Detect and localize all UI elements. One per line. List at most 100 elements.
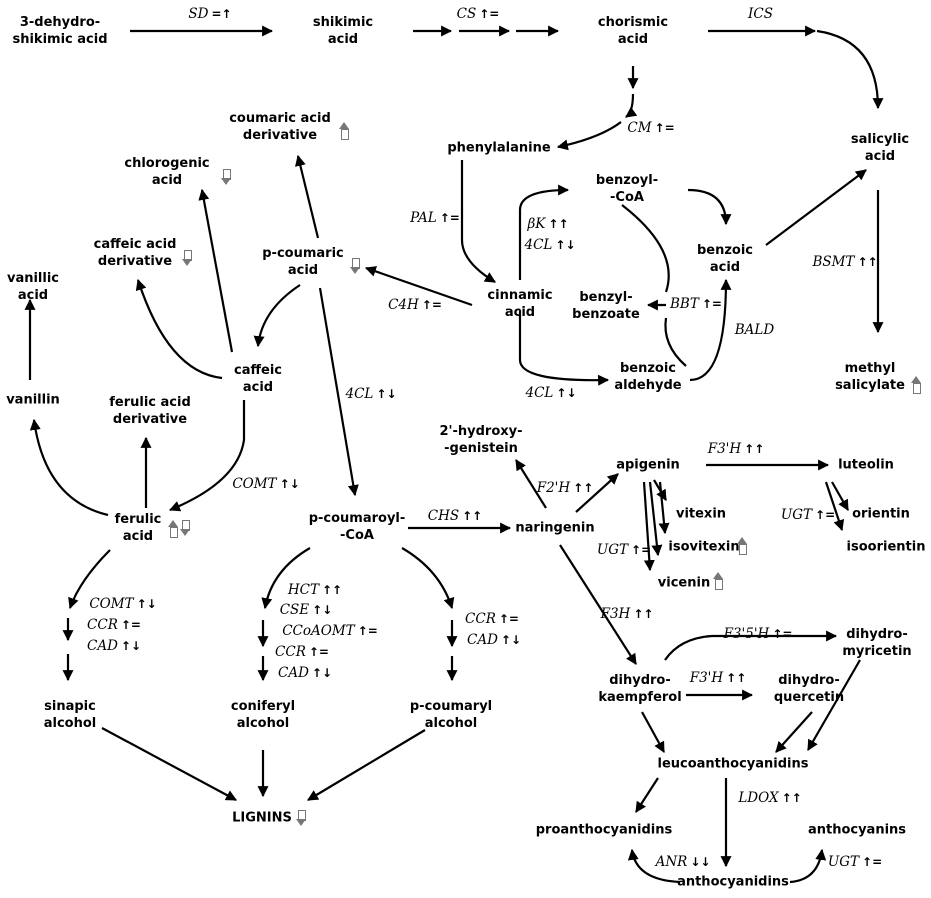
hollow-down-arrow-icon [180,520,190,536]
arrow-f35h [664,630,838,661]
arrow-benzoic-salicylic [765,169,867,246]
node-benzoyl-coa: benzoyl--CoA [595,173,659,205]
hollow-up-arrow-icon [339,122,349,140]
enzyme-ccr-sinapic: CCR↑= [87,617,141,633]
arrow-c4h [364,266,473,307]
enzyme-hct: HCT↑↑ [287,582,343,598]
arrow-apigenin-vitexin-2 [658,481,670,535]
arrow-4cl-pcoumaroylcoa [318,287,359,497]
arrow-dk-leuco [641,711,665,753]
enzyme-comt-sinapic: COMT↑↓ [89,596,157,612]
arrow-cm-phenylalanine [556,121,622,151]
enzyme-cm: CM↑= [627,120,675,136]
arrow-pal [460,160,496,283]
arrow-chorismic-cm-2 [625,93,638,118]
enzyme-4cl-aldehyde: 4CL↑↓ [525,385,577,401]
arrow-caffeic-caffeicderiv [135,278,223,380]
bbt-bracket-top [621,204,670,293]
enzyme-ccr-coniferyl: CCR↑= [275,644,329,660]
enzyme-f35h: F3'5'H↑= [723,626,793,642]
arrow-cinnamic-benzoicaldehyde [518,310,610,386]
enzyme-pal: PAL↑= [410,210,460,226]
enzyme-anr: ANR↓↓ [655,854,711,870]
node-apigenin: apigenin [616,457,680,473]
arrow-coa-coniferyl-1 [261,547,311,610]
arrow-dq-leuco [775,711,813,753]
arrow-caffeic-chlorogenic [198,188,234,353]
arrow-leuco-proantho [635,777,659,813]
hollow-up-arrow-icon [168,520,178,538]
enzyme-4cl-coumaric: 4CL↑↓ [345,386,397,402]
arrow-apigenin-vicenin [642,481,655,572]
node-3-dehydroshikimic-acid: 3-dehydro-shikimic acid [12,15,108,47]
node-vitexin: vitexin [675,506,727,522]
enzyme-cse: CSE↑↓ [279,602,333,618]
node-lignins: LIGNINS [232,810,292,826]
hollow-down-arrow-icon [350,258,360,274]
hollow-down-arrow-icon [221,169,231,185]
arrow-naringenin-hydroxygenistein [515,459,547,509]
arrow-coa-pcoumaryl-1 [401,547,455,610]
node-anthocyanins: anthocyanins [807,822,907,838]
arrow-ferulic-sinapic-1 [68,549,111,610]
arrow-cinnamic-benzoylcoa [518,184,570,280]
node-dihydromyricetin: dihydro-myricetin [842,627,912,659]
arrow-sinapic-lignins [101,727,237,801]
enzyme-cad-coniferyl: CAD↑↓ [277,665,333,681]
arrow-luteolin-isoorientin [824,481,845,532]
arrow-naringenin-apigenin [575,473,619,513]
enzyme-bald: BALD [734,322,775,338]
arrow-dm-leuco [807,659,861,751]
node-anthocyanidins: anthocyanidins [677,874,789,890]
node-naringenin: naringenin [515,520,595,536]
arrow-pcoumaric-caffeic [253,284,301,348]
enzyme-ugt-luteolin: UGT↑= [780,507,836,523]
node-vanillin: vanillin [6,392,60,408]
node-2-hydroxy-genistein: 2'-hydroxy--genistein [439,424,523,456]
bbt-bracket-bottom [664,317,687,367]
node-isovitexin: isovitexin [668,539,740,555]
enzyme-cad-sinapic: CAD↑↓ [86,638,142,654]
hollow-up-arrow-icon [737,537,747,555]
enzyme-f3h: F3H↑↑ [600,606,654,622]
arrow-ferulic-vanillin [29,418,109,517]
node-leucoanthocyanidins: leucoanthocyanidins [657,756,809,772]
enzyme-ugt-apigenin: UGT↑= [596,542,652,558]
arrow-pcoumaric-coumaricderiv [295,154,320,239]
hollow-up-arrow-icon [911,376,921,394]
enzyme-ugt-anthocyanins: UGT↑= [827,854,883,870]
enzyme-bk: βK↑↑ [527,216,569,232]
enzyme-f2h: F2'H↑↑ [536,480,594,496]
enzyme-cs: CS↑= [456,6,500,22]
hollow-up-arrow-icon [713,572,723,590]
arrow-luteolin-orientin [831,481,849,511]
enzyme-bsmt: BSMT↑↑ [812,254,878,270]
arrow-benzoylcoa-benzoic [687,188,732,226]
node-isoorientin: isoorientin [846,539,926,555]
node-vicenin: vicenin [657,575,711,591]
hollow-down-arrow-icon [182,250,192,266]
arrow-ics-salicylic [816,29,884,110]
enzyme-sd: SD=↑ [188,6,232,22]
enzyme-ics: ICS [748,6,773,22]
node-proanthocyanidins: proanthocyanidins [535,822,673,838]
enzyme-ccr-pcoumaryl: CCR↑= [465,611,519,627]
arrow-pcoumaryl-lignins [307,729,426,801]
node-orientin: orientin [852,506,910,522]
enzyme-ldox: LDOX↑↑ [738,790,802,806]
